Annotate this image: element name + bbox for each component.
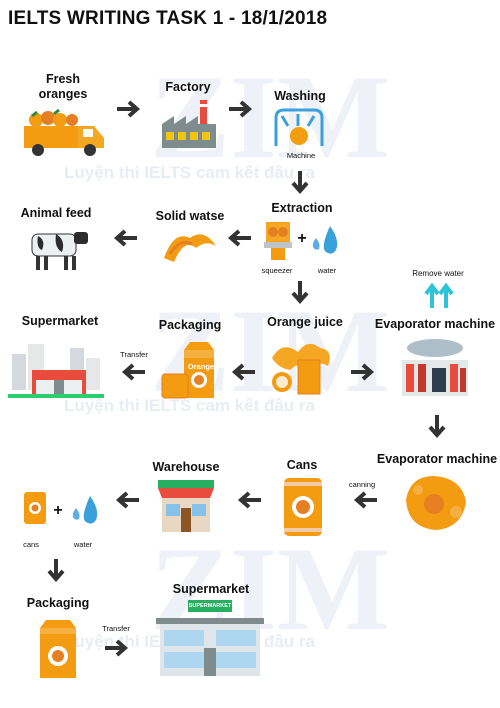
plus-sign-2: + (53, 502, 63, 519)
truck-icon (24, 108, 104, 156)
arrow-2 (229, 100, 253, 118)
watermark-slogan-2: Luyện thi IELTS cam kết đầu ra (64, 396, 315, 415)
warehouse-icon (158, 480, 214, 532)
arrow-12 (237, 491, 261, 509)
label-supermarket-1: Supermarket (21, 314, 99, 328)
label-warehouse: Warehouse (152, 460, 220, 474)
juice-box-icon (40, 620, 76, 678)
label-canning: canning (348, 480, 376, 489)
orange-juice-icon (272, 343, 330, 395)
juice-can-icon (284, 478, 322, 536)
supermarket-icon-1 (8, 344, 104, 398)
label-transfer-1: Transfer (120, 350, 148, 359)
evaporator-machine-icon (402, 339, 468, 396)
label-factory: Factory (165, 80, 211, 94)
supermarket-sign: SUPERMARKET (188, 603, 232, 609)
orange-concentrate-icon (406, 476, 466, 530)
water-splash-icon-2 (72, 496, 98, 524)
label-transfer-2: Transfer (102, 624, 130, 633)
factory-icon (162, 100, 216, 148)
carton-label-orange: Orange (187, 362, 215, 371)
arrow-7 (231, 363, 255, 381)
arrow-9 (351, 363, 375, 381)
cow-icon (31, 232, 88, 270)
label-packaging-2: Packaging (26, 596, 90, 610)
orange-peel-icon (164, 234, 216, 262)
arrow-3 (291, 171, 309, 195)
label-evaporator-machine-1: Evaporator machine (374, 317, 496, 331)
arrow-15 (105, 639, 129, 657)
juice-carton-icon (161, 342, 214, 399)
squeezer-icon (264, 222, 292, 260)
label-cans-small: cans (23, 540, 39, 549)
arrow-14 (47, 559, 65, 583)
label-squeezer: squeezer (261, 266, 293, 275)
water-splash-icon (312, 226, 338, 254)
label-fresh-oranges: Fresh oranges (28, 72, 98, 102)
page-title: IELTS WRITING TASK 1 - 18/1/2018 (8, 8, 328, 29)
label-machine: Machine (286, 151, 316, 160)
remove-water-arrows-icon (424, 282, 454, 308)
label-orange-juice: Orange juice (267, 315, 343, 329)
arrow-8 (121, 363, 145, 381)
watermark-slogan-1: Luyện thi IELTS cam kết đầu ra (64, 163, 315, 182)
arrow-4 (227, 229, 251, 247)
supermarket-icon-2 (156, 600, 264, 676)
plus-sign-1: + (297, 230, 307, 247)
arrow-13 (115, 491, 139, 509)
arrow-11 (353, 491, 377, 509)
label-washing: Washing (274, 89, 326, 103)
label-cans: Cans (286, 458, 318, 472)
label-evaporator-machine-2: Evaporator machine (376, 452, 498, 466)
label-water-1: water (317, 266, 337, 275)
label-packaging: Packaging (158, 318, 222, 332)
arrow-10 (428, 415, 446, 439)
label-supermarket-2: Supermarket (172, 582, 250, 596)
label-fresh-oranges-text: Fresh oranges (38, 72, 88, 101)
arrow-1 (117, 100, 141, 118)
washing-machine-icon (274, 108, 324, 146)
label-solid-waste: Solid watse (155, 209, 225, 223)
label-water-2: water (73, 540, 93, 549)
label-remove-water: Remove water (412, 269, 464, 278)
label-animal-feed: Animal feed (20, 206, 92, 220)
arrow-6 (291, 281, 309, 305)
label-extraction: Extraction (271, 201, 333, 215)
watermark-logo-1: ZIM (150, 50, 390, 183)
arrow-5 (113, 229, 137, 247)
small-can-icon (24, 492, 46, 524)
